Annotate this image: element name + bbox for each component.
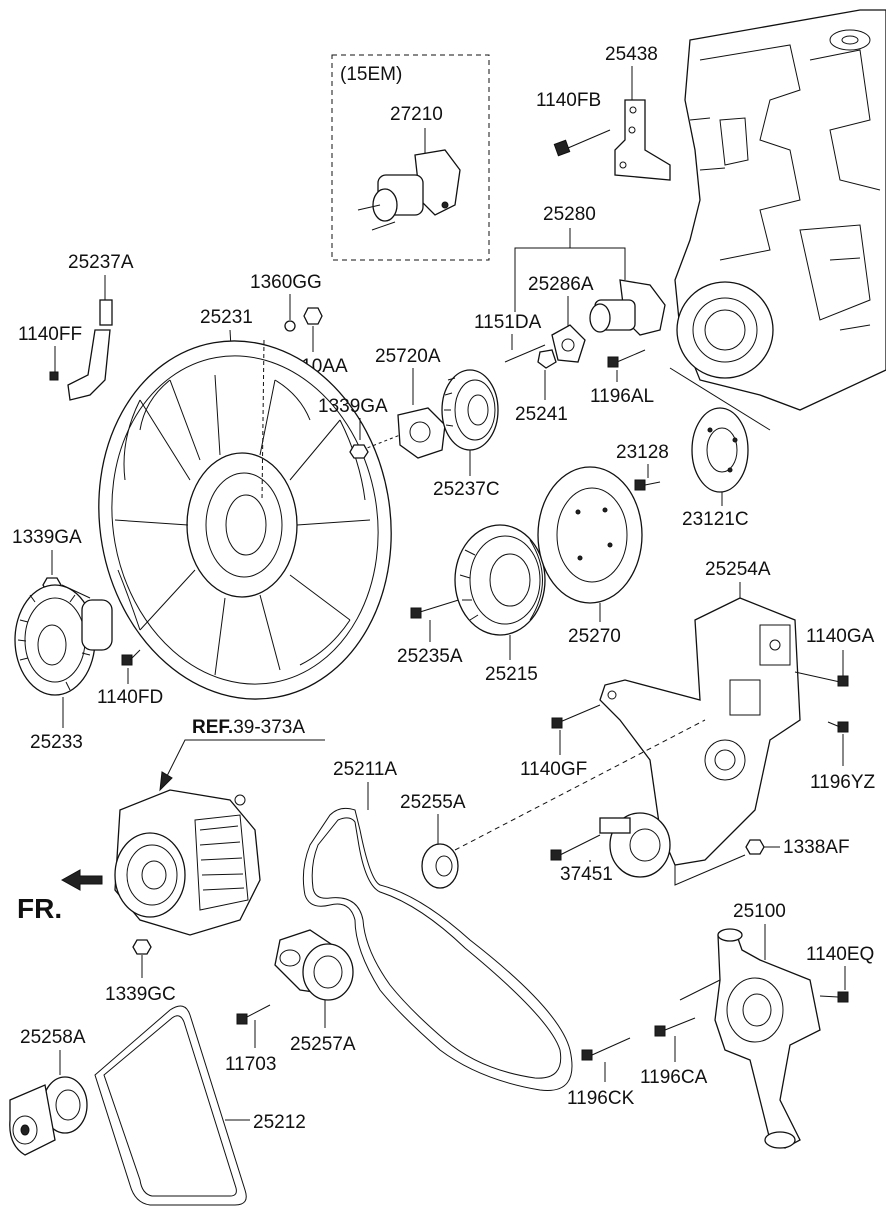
part-1140FF: 1140FF [18, 324, 82, 345]
part-1196CK: 1196CK [567, 1088, 635, 1109]
part-25237C: 25237C [433, 479, 500, 500]
part-11703: 11703 [225, 1054, 276, 1075]
ref-leader [164, 739, 325, 781]
part-25235A: 25235A [397, 646, 463, 667]
bolt-1140EQ [819, 991, 849, 1003]
belt-25212 [94, 1005, 247, 1206]
part-25211A: 25211A [333, 759, 397, 780]
bolt-25235A [410, 597, 466, 619]
bolt-1140FF [49, 371, 59, 381]
part-1151DA: 1151DA [474, 312, 542, 333]
sensor-25237A [67, 299, 113, 401]
cooling-fan-25231 [98, 339, 392, 700]
washer-1360GG [284, 320, 296, 332]
ref-code: 39-373A [233, 717, 305, 738]
part-23121C: 23121C [682, 509, 749, 530]
part-25255A: 25255A [400, 792, 466, 813]
nut-1339GC [132, 939, 152, 955]
bolt-23128 [634, 479, 661, 491]
part-1140GF: 1140GF [520, 759, 587, 780]
bolt-11703 [236, 1004, 271, 1025]
ref-arrow-icon [159, 771, 173, 792]
belt-25211A [302, 807, 573, 1091]
ref-label: REF.39-373A [192, 717, 305, 738]
ref-prefix: REF. [192, 717, 233, 738]
bolt-1140FB [553, 129, 611, 157]
fan-clutch-25233 [14, 584, 113, 696]
part-25231: 25231 [200, 307, 253, 328]
part-25215: 25215 [485, 664, 538, 685]
part-23128: 23128 [616, 442, 669, 463]
part-25233: 25233 [30, 732, 83, 753]
compressor-clutch-27210 [357, 128, 461, 231]
part-27210: 27210 [390, 104, 443, 125]
bolt-1196CA [654, 1017, 696, 1037]
tensioner-pulley-37451 [599, 812, 671, 878]
part-25270: 25270 [568, 626, 621, 647]
nut-1310AA [303, 307, 323, 325]
part-25257A: 25257A [290, 1034, 356, 1055]
part-1196CA: 1196CA [640, 1067, 708, 1088]
pulley-25237C [441, 369, 499, 451]
part-25100: 25100 [733, 901, 786, 922]
part-1140FB: 1140FB [536, 90, 601, 111]
bolt-1140FD [121, 649, 141, 666]
part-1196AL: 1196AL [590, 386, 654, 407]
part-1140GA: 1140GA [806, 626, 875, 647]
pulley-25215 [454, 524, 546, 636]
nut-1338AF [745, 839, 765, 855]
part-25212: 25212 [253, 1112, 306, 1133]
idler-25255A [421, 843, 459, 889]
variant-box [331, 54, 490, 261]
tensioner-25257A [274, 929, 354, 1001]
nut-25241 [537, 349, 557, 369]
part-25237A: 25237A [68, 252, 134, 273]
fr-label: FR. [17, 893, 62, 924]
part-1339GA-b: 1339GA [12, 527, 82, 548]
bracket-25438 [614, 99, 671, 181]
part-1360GG: 1360GG [250, 272, 322, 293]
part-25241: 25241 [515, 404, 568, 425]
part-37451: 37451 [560, 864, 613, 885]
bolt-1151DA [504, 344, 546, 363]
part-1339GA-a: 1339GA [318, 396, 388, 417]
alternator [114, 789, 261, 936]
bolt-1196YZ [827, 721, 849, 733]
hub-25720A [397, 407, 446, 459]
part-1140EQ: 1140EQ [806, 944, 874, 965]
water-pump-25100 [714, 928, 821, 1149]
tensioner-25258A [9, 1076, 88, 1156]
part-25258A: 25258A [20, 1027, 86, 1048]
bolt-1196AL [607, 349, 646, 368]
part-25720A: 25720A [375, 346, 441, 367]
damper-25270 [537, 466, 643, 604]
part-25286A: 25286A [528, 274, 594, 295]
front-arrow-icon [60, 869, 103, 891]
part-25254A: 25254A [705, 559, 771, 580]
pump-25280 [551, 279, 666, 363]
engine-block [674, 9, 886, 411]
part-1196YZ: 1196YZ [810, 772, 876, 793]
bolt-37451 [550, 834, 601, 861]
flange-23121C [691, 407, 749, 493]
part-1338AF: 1338AF [783, 837, 850, 858]
part-25438: 25438 [605, 44, 658, 65]
part-1140FD: 1140FD [97, 687, 163, 708]
nut-1339GA-a [349, 444, 369, 459]
part-25280: 25280 [543, 204, 596, 225]
part-1339GC: 1339GC [105, 984, 176, 1005]
variant-label: (15EM) [340, 64, 402, 85]
bolt-1196CK [581, 1037, 631, 1061]
group-bracket-25280 [514, 228, 626, 312]
bolt-1140GF [551, 704, 601, 729]
bolt-1140GA [794, 671, 849, 687]
